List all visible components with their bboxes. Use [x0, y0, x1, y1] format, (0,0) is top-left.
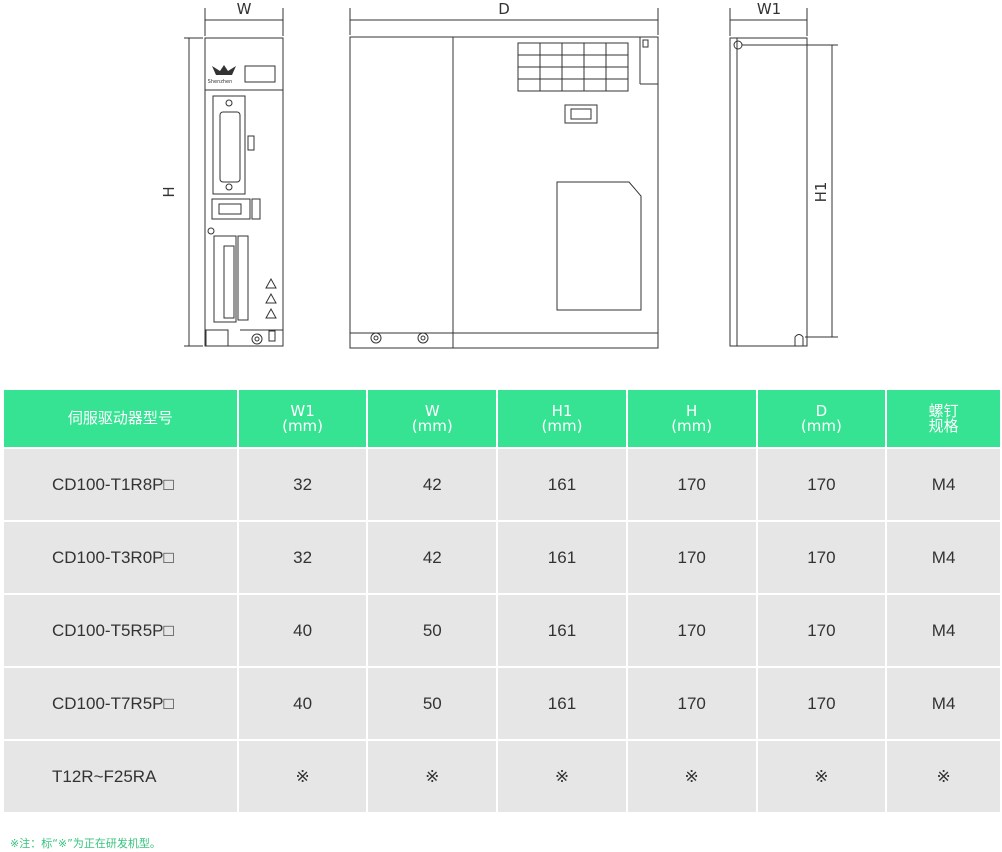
cell-h1: 161 — [498, 595, 626, 666]
cell-h1: 161 — [498, 668, 626, 739]
label-H1: H1 — [812, 182, 830, 203]
label-W: W — [237, 0, 252, 18]
cell-d: 170 — [757, 595, 886, 666]
front-logo — [212, 65, 236, 75]
cell-h1: 161 — [498, 522, 626, 593]
cell-screw: M4 — [887, 522, 1000, 593]
table-row: CD100-T7R5P□ 40 50 161 170 170 M4 — [4, 668, 1000, 739]
cell-w1: 40 — [238, 595, 367, 666]
spec-table: 伺服驱动器型号 W1(mm) W(mm) H1(mm) H(mm) D(mm) … — [2, 388, 1002, 814]
header-d: D(mm) — [757, 390, 886, 447]
cell-h: 170 — [627, 595, 756, 666]
header-w1: W1(mm) — [238, 390, 367, 447]
table-row: CD100-T5R5P□ 40 50 161 170 170 M4 — [4, 595, 1000, 666]
label-D: D — [498, 0, 510, 18]
dimension-drawing: W H D W1 H1 Shenzhen — [160, 0, 838, 349]
cell-d: 170 — [757, 668, 886, 739]
cell-w: 50 — [368, 595, 497, 666]
cell-model: CD100-T1R8P□ — [4, 449, 237, 520]
cell-w1: ※ — [238, 741, 367, 812]
side-view — [349, 36, 659, 349]
header-h1: H1(mm) — [498, 390, 626, 447]
front-view — [204, 37, 284, 347]
header-w: W(mm) — [368, 390, 497, 447]
cell-screw: M4 — [887, 449, 1000, 520]
cell-screw: ※ — [887, 741, 1000, 812]
cell-h: 170 — [627, 668, 756, 739]
cell-screw: M4 — [887, 668, 1000, 739]
cell-d: 170 — [757, 449, 886, 520]
cell-model: CD100-T5R5P□ — [4, 595, 237, 666]
table-row: CD100-T3R0P□ 32 42 161 170 170 M4 — [4, 522, 1000, 593]
header-model: 伺服驱动器型号 — [4, 390, 237, 447]
label-H: H — [160, 186, 178, 197]
cell-h: 170 — [627, 522, 756, 593]
table-row: T12R~F25RA ※ ※ ※ ※ ※ ※ — [4, 741, 1000, 812]
cell-d: ※ — [757, 741, 886, 812]
cell-h1: 161 — [498, 449, 626, 520]
cell-w: 42 — [368, 449, 497, 520]
cell-w: 42 — [368, 522, 497, 593]
footnote: ※注：标“※”为正在研发机型。 — [10, 837, 161, 850]
cell-screw: M4 — [887, 595, 1000, 666]
header-h: H(mm) — [627, 390, 756, 447]
cell-d: 170 — [757, 522, 886, 593]
label-W1: W1 — [757, 0, 781, 18]
header-screw: 螺钉规格 — [887, 390, 1000, 447]
cell-h: 170 — [627, 449, 756, 520]
rear-view — [729, 37, 808, 347]
cell-h: ※ — [627, 741, 756, 812]
cell-w1: 32 — [238, 522, 367, 593]
cell-model: CD100-T3R0P□ — [4, 522, 237, 593]
brand-text: Shenzhen — [208, 79, 233, 85]
cell-w1: 32 — [238, 449, 367, 520]
cell-model: CD100-T7R5P□ — [4, 668, 237, 739]
cell-w: ※ — [368, 741, 497, 812]
cell-h1: ※ — [498, 741, 626, 812]
table-header-row: 伺服驱动器型号 W1(mm) W(mm) H1(mm) H(mm) D(mm) … — [4, 390, 1000, 447]
cell-model: T12R~F25RA — [4, 741, 237, 812]
cell-w: 50 — [368, 668, 497, 739]
table-row: CD100-T1R8P□ 32 42 161 170 170 M4 — [4, 449, 1000, 520]
cell-w1: 40 — [238, 668, 367, 739]
